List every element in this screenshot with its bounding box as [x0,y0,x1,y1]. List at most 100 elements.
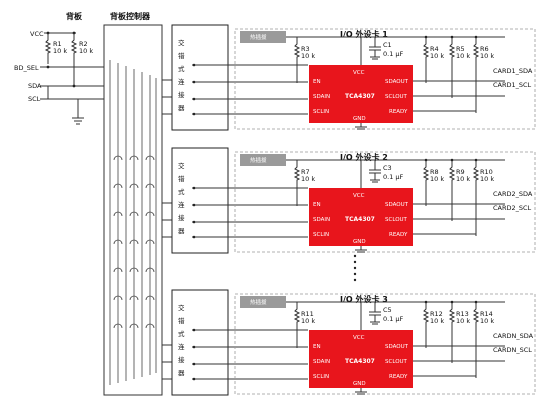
chip-pin-vcc: VCC [353,193,365,199]
card-scl-out-label: CARD1_SCL [493,81,532,89]
backplane-controller-box [103,24,163,396]
hot-swap-block [240,154,286,166]
chip-pin-ready: READY [389,232,408,238]
capacitor-name: C5 [383,306,392,314]
bus-crossover [129,211,139,217]
junction-dot [72,84,76,88]
connector-pin [192,328,196,332]
chip-pin-en: EN [313,79,321,85]
resistor-out-value: 10 k [456,317,470,325]
svg-text:10 k: 10 k [79,47,93,55]
resistor-out [472,302,480,378]
capacitor-value: 0.1 µF [383,50,404,58]
resistor-out-value: 10 k [430,175,444,183]
chip-pin-vcc: VCC [353,335,365,341]
chip-name: TCA4307 [345,216,375,223]
ground-symbol [72,99,84,125]
chip-pin-sdaout: SDAOUT [385,79,409,85]
connector-label-char: 错 [178,316,185,325]
hot-swap-block [240,296,286,308]
resistor-out-value: 10 k [430,52,444,60]
connector-label-char: 器 [178,227,185,235]
bus-crossover [145,155,155,161]
resistor-out-name: R14 [480,310,493,318]
resistor-out-name: R9 [456,168,465,176]
connector-label-char: 错 [178,51,185,60]
resistor-out [472,160,480,236]
junction-dot [424,300,428,304]
controller-bus-lines [109,60,157,385]
bus-crossover [129,323,139,329]
chip-pin-sdain: SDAIN [313,94,330,100]
junction-dot [46,65,50,69]
connector-label-char: 连 [178,200,185,209]
bus-crossover [113,239,123,245]
junction-dot [450,300,454,304]
chip-pin-sdaout: SDAOUT [385,344,409,350]
resistor-out [448,37,456,98]
resistor-out-value: 10 k [480,52,494,60]
bus-crossover [145,323,155,329]
connector-pin [192,112,196,116]
hot-swap-block [240,31,286,43]
scl-label: SCL [28,95,41,103]
chip-pin-sdain: SDAIN [313,217,330,223]
resistor-out [422,160,430,206]
card-sda-out-label: CARD1_SDA [493,67,533,75]
chip-pin-sclin: SCLIN [313,374,329,380]
junction-dot [450,35,454,39]
card-scl-out-label: CARD2_SCL [493,204,532,212]
card-sda-out-label: CARD2_SDA [493,190,533,198]
resistor-r1: R1 10 k [44,33,67,64]
resistor-out [448,160,456,221]
staggered-connector [171,289,229,396]
staggered-connector [171,24,229,131]
card-title: I/O 外设卡 1 [340,29,388,39]
chip-name: TCA4307 [345,358,375,365]
resistor-en-name: R7 [301,168,310,176]
connector-pin [192,345,196,349]
resistor-out-value: 10 k [456,52,470,60]
resistor-out-value: 10 k [480,175,494,183]
resistor-out-name: R10 [480,168,493,176]
chip-pin-gnd: GND [353,381,366,387]
connector-pin [192,377,196,381]
bus-crossover [145,295,155,301]
connector-label-char: 错 [178,174,185,183]
resistor-out-name: R6 [480,45,489,53]
resistor-en [293,37,301,83]
resistor-en-name: R11 [301,310,314,318]
connector-label-char: 式 [178,64,185,73]
resistor-en-value: 10 k [301,175,315,183]
hot-swap-label: 热插拔 [250,33,267,41]
resistor-out-name: R12 [430,310,443,318]
capacitor-value: 0.1 µF [383,315,404,323]
chip-ground [355,123,367,130]
capacitor [369,302,381,325]
resistor-out-name: R13 [456,310,469,318]
connector-pin [192,97,196,101]
resistor-r2: R2 10 k [70,33,93,86]
bus-crossover [129,183,139,189]
resistor-out [422,302,430,348]
bus-crossover [113,323,123,329]
chip-pin-sdain: SDAIN [313,359,330,365]
resistor-out-value: 10 k [430,317,444,325]
connector-label-char: 接 [178,355,185,364]
card-title: I/O 外设卡 2 [340,152,388,162]
resistor-en-name: R3 [301,45,310,53]
connector-label-char: 连 [178,342,185,351]
connector-pin [192,203,196,207]
junction-dot [474,300,478,304]
connector-label-char: 连 [178,77,185,86]
connector-pin [192,80,196,84]
bus-crossover [129,267,139,273]
bus-crossover [113,183,123,189]
capacitor-value: 0.1 µF [383,173,404,181]
svg-text:R2: R2 [79,40,88,48]
junction-dot [450,158,454,162]
